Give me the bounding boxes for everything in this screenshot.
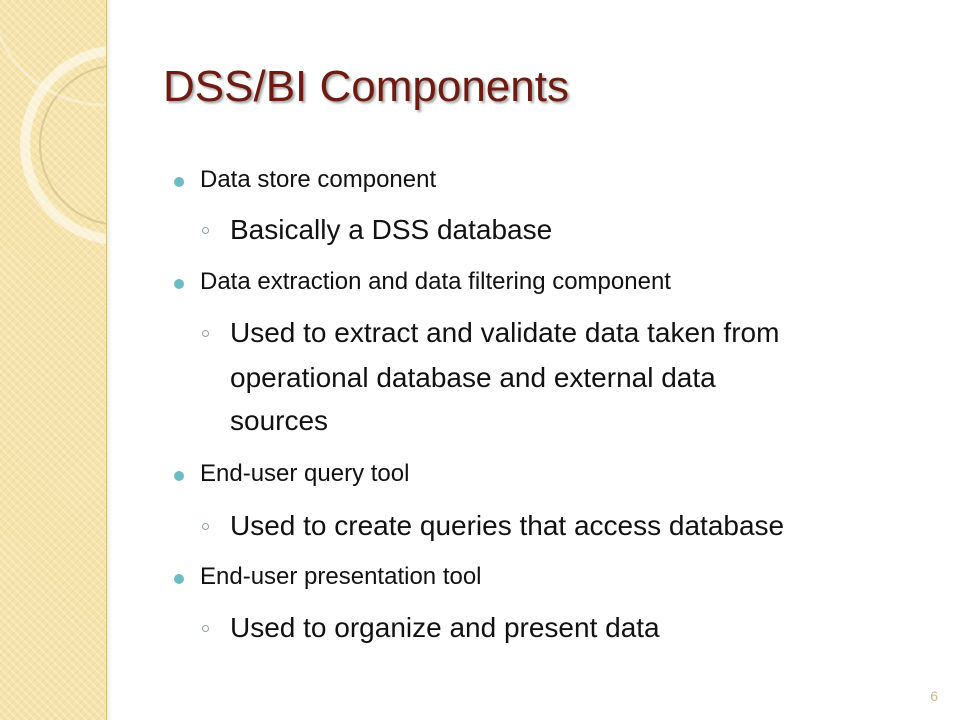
bullet-query-tool: End-user query tool bbox=[200, 460, 410, 487]
decorative-side-panel bbox=[0, 0, 107, 720]
sub-bullet-extract-line-3: sources bbox=[230, 405, 329, 436]
decorative-circles-icon bbox=[0, 33, 106, 244]
sub-bullet-ring-icon bbox=[202, 227, 209, 234]
bullet-data-store: Data store component bbox=[200, 166, 437, 193]
bullet-dot-icon bbox=[174, 471, 184, 481]
sub-bullet-ring-icon bbox=[202, 330, 209, 337]
bullet-presentation-tool: End-user presentation tool bbox=[200, 563, 482, 590]
slide-title: DSS/BI Components bbox=[163, 62, 569, 111]
sub-bullet-ring-icon bbox=[202, 625, 209, 632]
slide-number: 6 bbox=[930, 688, 938, 704]
sub-bullet-extract-line-2: operational database and external data bbox=[230, 362, 716, 393]
sub-bullet-extract-line-1: Used to extract and validate data taken … bbox=[230, 317, 780, 348]
bullet-dot-icon bbox=[174, 177, 184, 187]
side-panel-shadow bbox=[106, 0, 112, 720]
sub-bullet-create-queries: Used to create queries that access datab… bbox=[230, 510, 785, 541]
bullet-dot-icon bbox=[174, 279, 184, 289]
sub-bullet-ring-icon bbox=[202, 523, 209, 530]
bullet-dot-icon bbox=[174, 574, 184, 584]
sub-bullet-organize-data: Used to organize and present data bbox=[230, 612, 660, 643]
sub-bullet-dss-database: Basically a DSS database bbox=[230, 214, 553, 245]
bullet-data-extraction: Data extraction and data filtering compo… bbox=[200, 268, 671, 295]
